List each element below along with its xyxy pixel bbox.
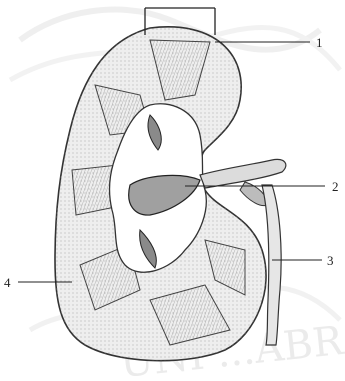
label-2: 2	[332, 179, 339, 194]
label-4: 4	[4, 275, 11, 290]
label-1: 1	[316, 35, 323, 50]
renal-artery	[200, 159, 286, 188]
label-3: 3	[327, 253, 334, 268]
